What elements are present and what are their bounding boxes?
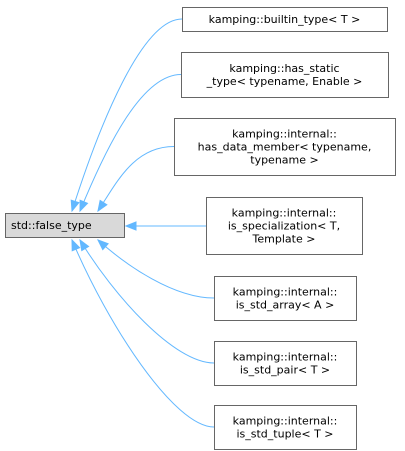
edge-arrowhead (79, 238, 90, 252)
edges-layer (70, 18, 215, 428)
class-is-std-pair-label-line: is_std_pair< T > (240, 364, 330, 377)
class-is-std-tuple[interactable]: kamping::internal::is_std_tuple< T > (214, 405, 357, 450)
class-is-std-tuple-box (214, 405, 357, 450)
class-has-data-member-label-line: typename > (250, 154, 318, 167)
class-is-specialization-box (206, 197, 363, 255)
class-has-static-type-box (181, 52, 389, 98)
class-has-static-type-label-line: _type< typename, Enable > (206, 75, 363, 88)
nodes-layer: std::false_type kamping::builtin_type< T … (5, 7, 396, 450)
edge-line (79, 239, 215, 364)
class-has-data-member-box (174, 118, 396, 176)
edge-arrowhead (97, 199, 108, 213)
class-builtin-type-box (182, 7, 388, 32)
class-has-data-member-label-line: kamping::internal:: (232, 128, 337, 141)
class-is-std-array[interactable]: kamping::internal::is_std_array< A > (214, 276, 357, 321)
edge-line (97, 239, 215, 299)
class-is-std-array-box (214, 276, 357, 321)
class-is-std-pair-box (214, 341, 357, 386)
inheritance-edge (79, 74, 182, 213)
class-has-data-member-label-line: has_data_member< typename, (198, 141, 372, 154)
class-is-std-pair-label-line: kamping::internal:: (233, 351, 338, 364)
edge-arrowhead (79, 199, 89, 213)
class-is-specialization-label-line: kamping::internal:: (232, 207, 337, 220)
edge-arrowhead (96, 239, 109, 251)
class-is-specialization-label-line: is_specialization< T, (228, 220, 340, 233)
inheritance-edge (79, 238, 215, 364)
edge-line (71, 18, 183, 212)
class-has-static-type[interactable]: kamping::has_static_type< typename, Enab… (181, 52, 389, 98)
base-class-std-false-type[interactable]: std::false_type (5, 213, 125, 238)
class-is-std-tuple-label-line: kamping::internal:: (233, 415, 338, 428)
class-is-specialization[interactable]: kamping::internal::is_specialization< T,… (206, 197, 363, 255)
class-is-specialization-label-line: Template > (252, 233, 316, 246)
edge-arrowhead (71, 238, 81, 252)
inheritance-edge (96, 239, 215, 299)
edge-arrowhead (124, 221, 137, 231)
inheritance-edge (124, 221, 206, 231)
class-has-static-type-label-line: kamping::has_static (229, 62, 339, 75)
edge-line (79, 74, 182, 212)
class-is-std-array-label-line: kamping::internal:: (233, 286, 338, 299)
class-has-data-member[interactable]: kamping::internal::has_data_member< type… (174, 118, 396, 176)
class-is-std-array-label-line: is_std_array< A > (236, 299, 335, 312)
edge-arrowhead (70, 199, 80, 213)
edge-line (71, 239, 215, 428)
class-builtin-type-label-line: kamping::builtin_type< T > (209, 13, 361, 26)
class-is-std-pair[interactable]: kamping::internal::is_std_pair< T > (214, 341, 357, 386)
inheritance-edge (71, 238, 215, 428)
inheritance-edge (97, 146, 175, 213)
class-builtin-type[interactable]: kamping::builtin_type< T > (182, 7, 388, 32)
inheritance-edge (70, 18, 183, 213)
edge-line (97, 146, 175, 212)
base-class-std-false-type-box (5, 213, 125, 238)
class-is-std-tuple-label-line: is_std_tuple< T > (236, 428, 333, 441)
base-class-std-false-type-label-line: std::false_type (11, 219, 92, 232)
